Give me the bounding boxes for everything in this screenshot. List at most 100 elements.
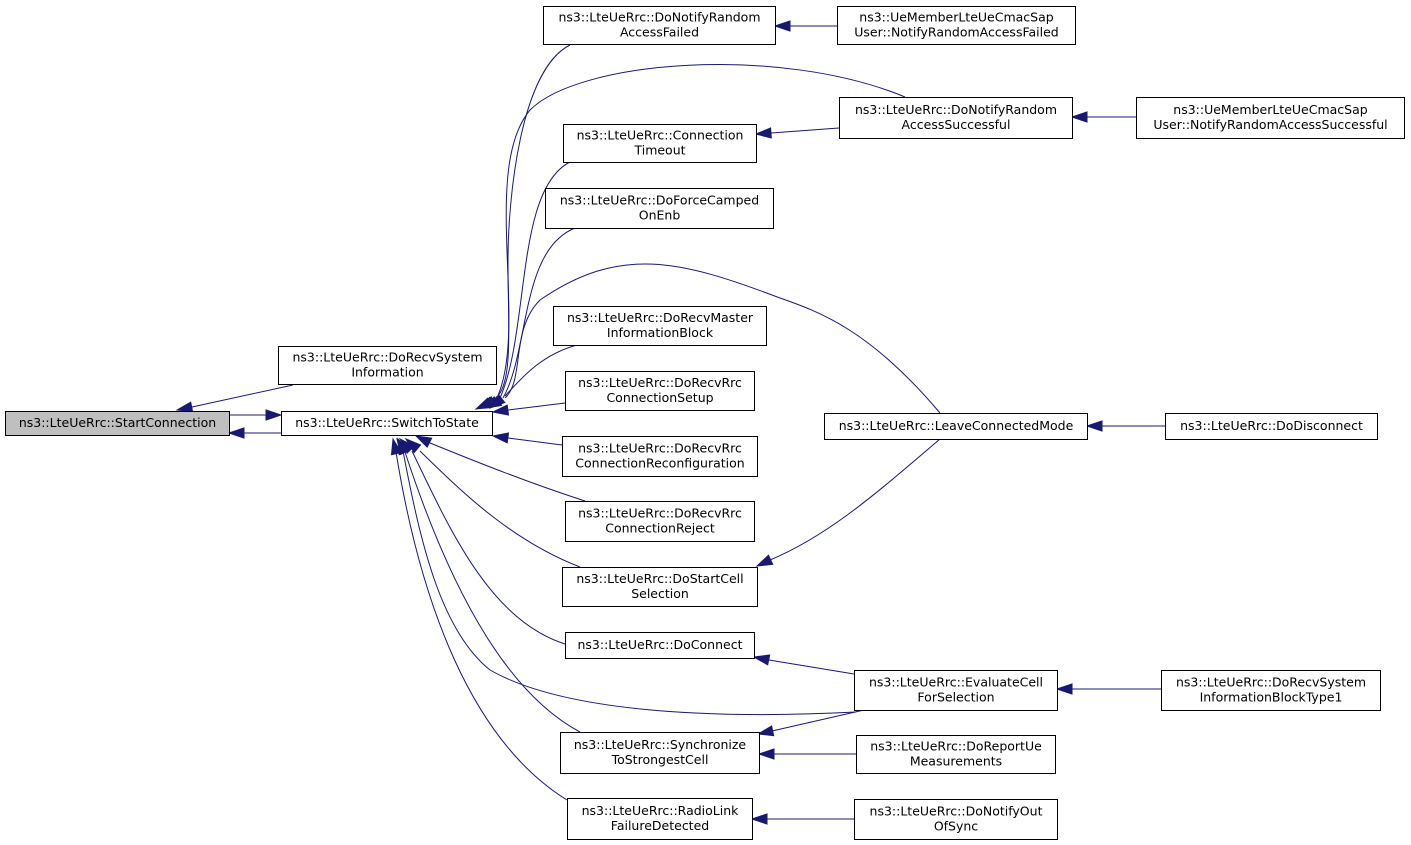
edge-startcell-to-switch <box>404 437 581 568</box>
edge-connreconf-to-switch <box>491 432 563 446</box>
node-box <box>1161 670 1381 711</box>
node-leave[interactable]: ns3::LteUeRrc::LeaveConnectedMode <box>824 413 1088 440</box>
node-label-line: ns3::LteUeRrc::DoRecvRrc <box>578 441 742 456</box>
arrowhead <box>227 427 245 439</box>
edge-cmac_raf-to-raf <box>773 20 837 32</box>
edge-disconnect-to-leave <box>1085 420 1165 432</box>
node-label-line: ns3::LteUeRrc::DoConnect <box>577 637 742 652</box>
edge-start-to-switch <box>229 409 283 421</box>
node-label-line: ns3::LteUeRrc::StartConnection <box>19 415 216 430</box>
node-box <box>560 732 760 774</box>
edge-line <box>411 450 566 645</box>
edge-line <box>770 127 840 134</box>
node-label-line: ConnectionSetup <box>606 390 713 405</box>
node-label-line: ns3::LteUeRrc::RadioLink <box>582 803 740 818</box>
arrowhead <box>488 393 506 409</box>
node-cmac_ras[interactable]: ns3::UeMemberLteUeCmacSapUser::NotifyRan… <box>1136 97 1405 139</box>
arrowhead <box>755 554 774 567</box>
node-label-line: ConnectionReject <box>605 521 715 536</box>
node-label-line: ns3::LteUeRrc::DoRecvRrc <box>578 375 742 390</box>
node-label-line: ns3::LteUeRrc::DoRecvSystem <box>292 350 482 365</box>
edge-line <box>495 64 906 401</box>
edge-connsetup-to-switch <box>491 402 566 416</box>
node-label-line: OnEnb <box>639 208 681 223</box>
arrowhead <box>491 404 510 416</box>
arrowhead <box>1055 683 1073 695</box>
edge-line <box>507 437 563 446</box>
arrowhead <box>1070 111 1088 123</box>
edge-cmac_ras-to-ras <box>1070 111 1136 123</box>
arrowhead <box>1085 420 1103 432</box>
node-sib1[interactable]: ns3::LteUeRrc::DoRecvSystemInformationBl… <box>1161 670 1381 711</box>
node-raf[interactable]: ns3::LteUeRrc::DoNotifyRandomAccessFaile… <box>543 6 776 45</box>
node-box <box>837 6 1076 45</box>
node-label-line: ConnectionReconfiguration <box>575 456 744 471</box>
arrowhead <box>757 748 775 760</box>
arrowhead <box>265 409 283 421</box>
node-switch[interactable]: ns3::LteUeRrc::SwitchToState <box>281 411 493 436</box>
node-box <box>563 124 757 163</box>
node-label-line: ForSelection <box>917 690 994 705</box>
node-doconnect[interactable]: ns3::LteUeRrc::DoConnect <box>565 632 755 659</box>
node-box <box>281 411 493 436</box>
edge-line <box>191 384 294 408</box>
node-ras[interactable]: ns3::LteUeRrc::DoNotifyRandomAccessSucce… <box>839 97 1073 139</box>
edge-sysinfo-to-start <box>175 384 294 413</box>
arrowhead <box>773 20 791 32</box>
node-label-line: ToStrongestCell <box>611 752 709 767</box>
node-box <box>562 567 758 607</box>
node-label-line: FailureDetected <box>611 818 709 833</box>
node-box <box>854 799 1058 840</box>
edge-startcell-to-leave <box>755 438 941 567</box>
node-label-line: User::NotifyRandomAccessSuccessful <box>1153 117 1387 132</box>
edge-line <box>499 161 571 399</box>
edge-line <box>402 450 857 716</box>
arrowhead <box>414 435 433 449</box>
node-mib[interactable]: ns3::LteUeRrc::DoRecvMasterInformationBl… <box>553 306 767 346</box>
node-label-line: ns3::LteUeRrc::DoNotifyOut <box>870 804 1043 819</box>
edge-line <box>504 344 578 397</box>
node-sync[interactable]: ns3::LteUeRrc::SynchronizeToStrongestCel… <box>560 732 760 774</box>
node-connreconf[interactable]: ns3::LteUeRrc::DoRecvRrcConnectionReconf… <box>562 436 758 477</box>
edge-line <box>504 263 941 414</box>
node-cmac_raf[interactable]: ns3::UeMemberLteUeCmacSapUser::NotifyRan… <box>837 6 1076 45</box>
node-box <box>565 632 755 659</box>
edge-line <box>507 402 566 411</box>
node-start[interactable]: ns3::LteUeRrc::StartConnection <box>5 411 230 436</box>
arrowhead <box>390 437 402 456</box>
node-label-line: Timeout <box>633 143 685 158</box>
node-label-line: ns3::LteUeRrc::SwitchToState <box>295 415 479 430</box>
node-label-line: ns3::LteUeRrc::DoStartCell <box>576 571 743 586</box>
node-label-line: ns3::UeMemberLteUeCmacSap <box>859 10 1053 25</box>
edge-evalcell-to-doconnect <box>752 654 855 675</box>
edge-line <box>486 44 571 405</box>
node-box <box>567 798 753 840</box>
node-disconnect[interactable]: ns3::LteUeRrc::DoDisconnect <box>1165 413 1378 440</box>
node-label-line: AccessSuccessful <box>902 117 1011 132</box>
edge-ras-to-conntimeout <box>754 127 840 139</box>
node-label-line: ns3::LteUeRrc::Synchronize <box>574 737 747 752</box>
node-box <box>545 188 774 229</box>
node-label-line: Information <box>351 365 423 380</box>
edge-sync-to-switch <box>396 437 581 733</box>
edge-line <box>404 451 581 733</box>
node-label-line: ns3::LteUeRrc::DoReportUe <box>870 739 1042 754</box>
edge-line <box>395 451 568 801</box>
node-box <box>824 413 1088 440</box>
node-label-line: ns3::LteUeRrc::Connection <box>577 128 744 143</box>
node-box <box>854 670 1058 711</box>
edge-line <box>419 450 581 568</box>
node-label-line: ns3::LteUeRrc::DoNotifyRandom <box>558 10 760 25</box>
edge-doconnect-to-switch <box>398 437 566 645</box>
